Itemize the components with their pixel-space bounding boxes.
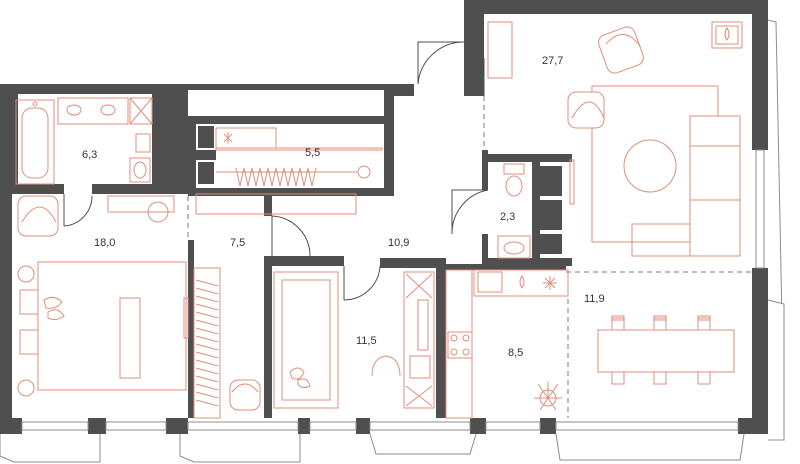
bedside-lamp-top — [17, 265, 35, 283]
dining-table-icon — [597, 315, 735, 385]
study-bookcase — [403, 271, 435, 409]
room-area-corridor: 10,9 — [388, 237, 409, 249]
toilet-room-sink — [497, 235, 531, 259]
bedroom-armchair — [17, 195, 59, 237]
toilet-room-wc — [503, 163, 525, 197]
bedroom-desk — [107, 195, 175, 213]
armchair-icon — [229, 379, 261, 411]
room-area-kitchen: 8,5 — [508, 347, 523, 359]
tv-panel — [183, 297, 189, 339]
plant-icon — [534, 382, 562, 411]
water-drop-icon — [519, 275, 525, 289]
closet-lamp — [357, 165, 371, 179]
walls — [0, 0, 768, 434]
hanger-icon — [223, 132, 233, 144]
room-area-dining: 11,9 — [584, 293, 605, 305]
shoe-rack-hatching — [195, 279, 219, 407]
kitchen-sink-icon — [477, 271, 503, 293]
room-area-closet: 5,5 — [305, 147, 320, 159]
bathtub-icon — [15, 99, 55, 185]
bookcase-cross-bottom — [405, 385, 433, 407]
study-monitor — [409, 355, 431, 379]
room-area-bathroom: 6,3 — [82, 149, 97, 161]
living-armchair-top — [598, 26, 644, 74]
sink-icon — [57, 97, 129, 125]
bed-icon — [19, 261, 187, 391]
windows — [0, 19, 785, 463]
living-sofa — [631, 115, 741, 257]
kitchen-counter — [445, 269, 473, 419]
kitchen-counter-top — [473, 269, 569, 297]
sofa-icon — [273, 271, 339, 409]
closet-rail — [215, 147, 383, 151]
stove-icon — [447, 331, 473, 359]
wardrobe-hangers — [235, 167, 317, 187]
study-chair — [371, 355, 401, 377]
study-desk-edge — [417, 299, 429, 351]
room-area-toilet: 2,3 — [500, 211, 515, 223]
room-area-hallway: 7,5 — [230, 237, 245, 249]
doors — [63, 41, 489, 301]
hall-wardrobe — [195, 193, 357, 215]
living-armchair-side — [567, 91, 605, 129]
openings — [187, 96, 752, 418]
bedside-lamp-bottom — [17, 379, 35, 397]
living-tv — [569, 159, 575, 205]
coffee-table — [623, 139, 677, 193]
shower-cross — [129, 97, 153, 125]
shower — [129, 97, 153, 125]
bedroom-stool — [147, 201, 169, 223]
room-area-living: 27,7 — [542, 55, 563, 67]
toilet-icon — [129, 133, 151, 183]
closet-shelf — [215, 127, 277, 149]
fireplace-icon — [711, 21, 743, 49]
fan-icon — [543, 276, 557, 290]
shoe-rack — [193, 267, 221, 419]
room-area-study: 11,5 — [356, 335, 377, 347]
bookcase-cross-top — [405, 273, 433, 299]
living-console — [487, 21, 513, 79]
room-area-bedroom: 18,0 — [94, 237, 115, 249]
